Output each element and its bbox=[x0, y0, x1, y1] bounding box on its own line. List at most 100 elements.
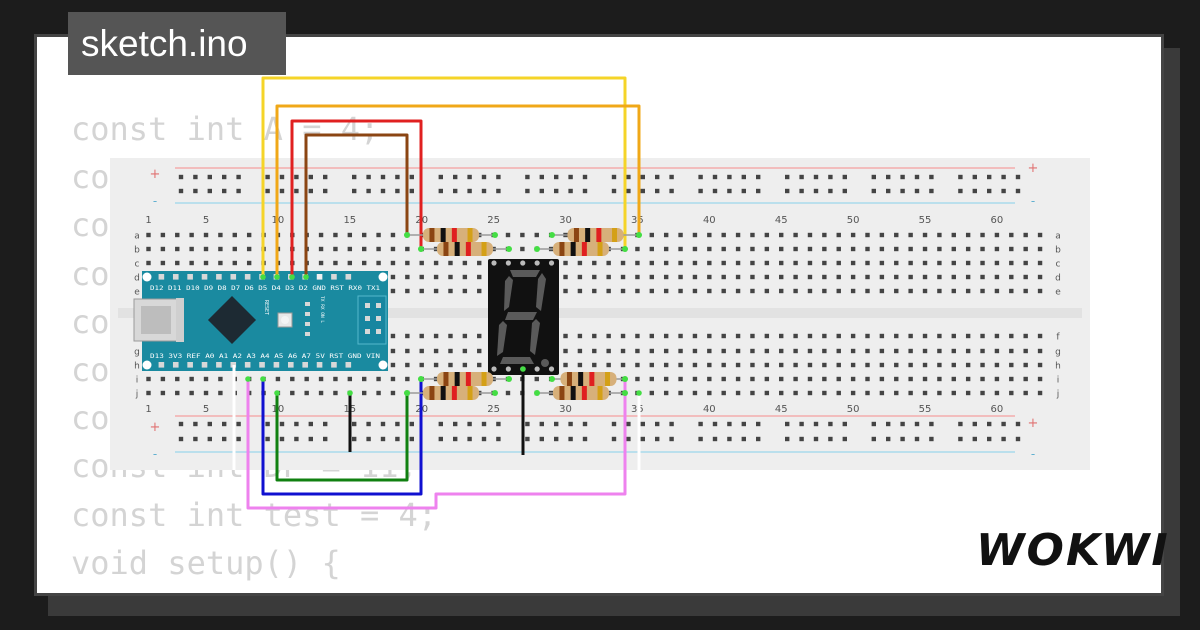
header-pin-bottom bbox=[331, 362, 337, 368]
hole bbox=[1009, 260, 1014, 266]
hole bbox=[390, 390, 396, 396]
hole bbox=[965, 246, 971, 252]
top-pin-labels: D12 D11 D10 D9 D8 D7 D6 D5 D4 D3 D2 GND … bbox=[150, 285, 380, 292]
rail-hole bbox=[842, 188, 847, 194]
arduino-nano[interactable]: TX RX ON L RESET D12 D11 D10 D9 D8 D7 D6… bbox=[133, 271, 388, 371]
rail-hole bbox=[886, 436, 891, 442]
wire-yellow[interactable] bbox=[261, 76, 627, 277]
resistor-band bbox=[454, 372, 460, 386]
hole bbox=[879, 274, 885, 280]
rail-hole bbox=[886, 421, 891, 427]
hole bbox=[937, 348, 942, 354]
resistor[interactable] bbox=[549, 228, 642, 242]
hole bbox=[994, 362, 1000, 368]
rail-hole bbox=[828, 436, 833, 442]
rail-hole bbox=[236, 421, 241, 427]
segment-c bbox=[530, 319, 540, 355]
sketch-title-tab[interactable]: sketch.ino bbox=[68, 12, 286, 75]
resistor[interactable] bbox=[418, 372, 512, 386]
resistor-band bbox=[585, 228, 591, 242]
reset-button-cap[interactable] bbox=[281, 316, 289, 324]
header-pin-top bbox=[244, 274, 251, 280]
resistor-band bbox=[481, 372, 487, 386]
hole bbox=[822, 246, 827, 252]
seven-segment-display[interactable] bbox=[488, 259, 559, 375]
hole bbox=[836, 333, 841, 339]
hole bbox=[362, 376, 367, 382]
wire-red[interactable] bbox=[290, 119, 423, 277]
hole bbox=[189, 260, 194, 266]
rail-hole bbox=[395, 436, 400, 442]
rail-hole bbox=[900, 421, 905, 427]
wire-orange[interactable] bbox=[275, 104, 641, 277]
column-label: 55 bbox=[919, 215, 932, 226]
hole bbox=[822, 362, 827, 368]
rail-hole bbox=[582, 436, 588, 442]
wire-green[interactable] bbox=[275, 393, 409, 482]
header-pin-top bbox=[345, 274, 352, 280]
hole bbox=[663, 362, 669, 368]
hole bbox=[376, 260, 381, 266]
hole bbox=[678, 390, 683, 396]
rail-hole bbox=[193, 188, 198, 194]
hole bbox=[649, 274, 654, 280]
hole bbox=[951, 246, 956, 252]
connection-dot bbox=[622, 376, 628, 382]
resistor[interactable] bbox=[418, 242, 512, 256]
usb-connector-inner bbox=[141, 306, 171, 334]
rail-hole bbox=[178, 174, 184, 180]
hole bbox=[635, 333, 640, 339]
hole bbox=[333, 246, 338, 252]
rail-hole bbox=[236, 174, 241, 180]
rail-hole bbox=[193, 436, 198, 442]
hole bbox=[477, 274, 482, 280]
row-labels: aabbccddeeffgghhiijj bbox=[134, 232, 1061, 400]
hole bbox=[721, 390, 726, 396]
rail-hole bbox=[395, 174, 400, 180]
hole bbox=[836, 246, 841, 252]
row-label: a bbox=[134, 232, 140, 242]
rail-hole bbox=[193, 421, 198, 427]
hole bbox=[678, 362, 683, 368]
hole bbox=[692, 288, 698, 294]
hole bbox=[1009, 348, 1014, 354]
hole bbox=[994, 246, 1000, 252]
rail-hole bbox=[352, 436, 357, 442]
resistor-band bbox=[612, 228, 618, 242]
hole bbox=[707, 390, 712, 396]
hole bbox=[635, 376, 640, 382]
rail-hole bbox=[222, 188, 227, 194]
hole bbox=[246, 246, 252, 252]
hole bbox=[879, 362, 885, 368]
rail-hole bbox=[929, 174, 934, 180]
connection-dot bbox=[303, 274, 309, 280]
resistor[interactable] bbox=[534, 386, 628, 400]
segment-e bbox=[497, 321, 507, 356]
wire-blue[interactable] bbox=[261, 379, 423, 496]
hole bbox=[764, 288, 770, 294]
hole bbox=[764, 260, 770, 266]
hole bbox=[822, 232, 827, 238]
hole bbox=[908, 348, 913, 354]
hole bbox=[937, 362, 942, 368]
rail-hole bbox=[886, 174, 891, 180]
hole bbox=[764, 376, 770, 382]
hole bbox=[390, 246, 396, 252]
hole bbox=[692, 376, 698, 382]
hole bbox=[692, 260, 698, 266]
display-pin bbox=[534, 366, 540, 372]
hole bbox=[951, 390, 956, 396]
resistors[interactable] bbox=[245, 228, 642, 400]
hole bbox=[721, 348, 726, 354]
wire-pink[interactable] bbox=[246, 379, 627, 510]
connection-dot bbox=[260, 274, 266, 280]
connection-dot bbox=[506, 246, 512, 252]
hole bbox=[592, 288, 597, 294]
hole bbox=[865, 376, 870, 382]
hole bbox=[937, 376, 942, 382]
wire-brown[interactable] bbox=[304, 133, 409, 277]
hole bbox=[577, 288, 583, 294]
hole bbox=[649, 376, 654, 382]
hole bbox=[520, 246, 525, 252]
